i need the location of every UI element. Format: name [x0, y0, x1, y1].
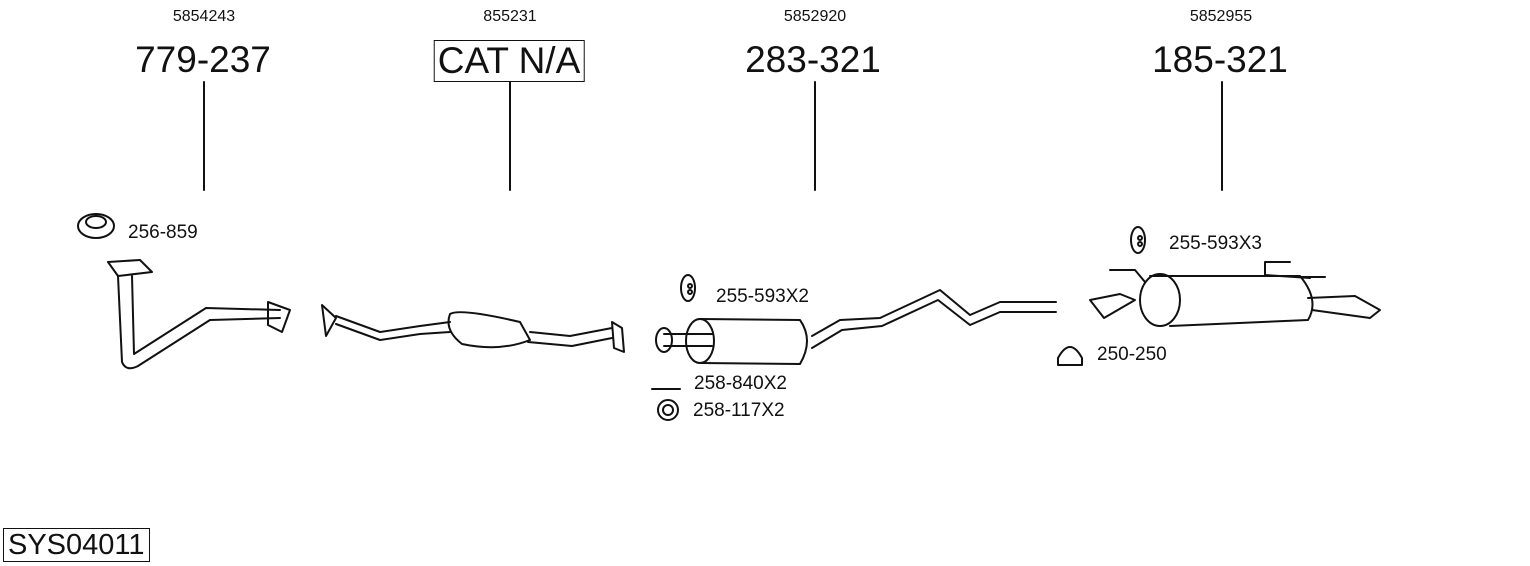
oe-number-front-pipe: 5854243	[172, 8, 236, 25]
clamp-icon	[1057, 346, 1083, 366]
label-gasket[interactable]: 256-859	[128, 222, 198, 243]
ring-icon	[657, 399, 679, 421]
oe-number-rear-silencer: 5852955	[1189, 8, 1253, 25]
system-code: SYS04011	[3, 528, 150, 562]
label-bolt[interactable]: 258-840X2	[694, 373, 787, 394]
part-number-middle-silencer[interactable]: 283-321	[745, 39, 881, 80]
label-ring[interactable]: 258-117X2	[693, 400, 785, 421]
label-mounting-rubber[interactable]: 255-593X2	[716, 286, 809, 307]
part-number-catalyst[interactable]: CAT N/A	[433, 40, 585, 82]
label-clamp[interactable]: 250-250	[1097, 344, 1167, 365]
oe-number-middle-silencer: 5852920	[783, 8, 847, 25]
oe-number-catalyst: 855231	[483, 8, 537, 25]
part-number-front-pipe[interactable]: 779-237	[135, 39, 271, 80]
label-mounting-rubber-rear[interactable]: 255-593X3	[1169, 233, 1262, 254]
middle-silencer-icon	[655, 289, 1057, 365]
mounting-rubber-icon	[680, 274, 696, 302]
catalyst-icon	[321, 304, 625, 353]
gasket-icon	[77, 213, 115, 239]
front-pipe-icon	[107, 259, 291, 370]
mounting-rubber-icon-rear	[1130, 226, 1146, 254]
rear-silencer-icon	[1089, 261, 1381, 327]
part-number-rear-silencer[interactable]: 185-321	[1152, 39, 1288, 80]
leader-lines	[203, 81, 1223, 191]
